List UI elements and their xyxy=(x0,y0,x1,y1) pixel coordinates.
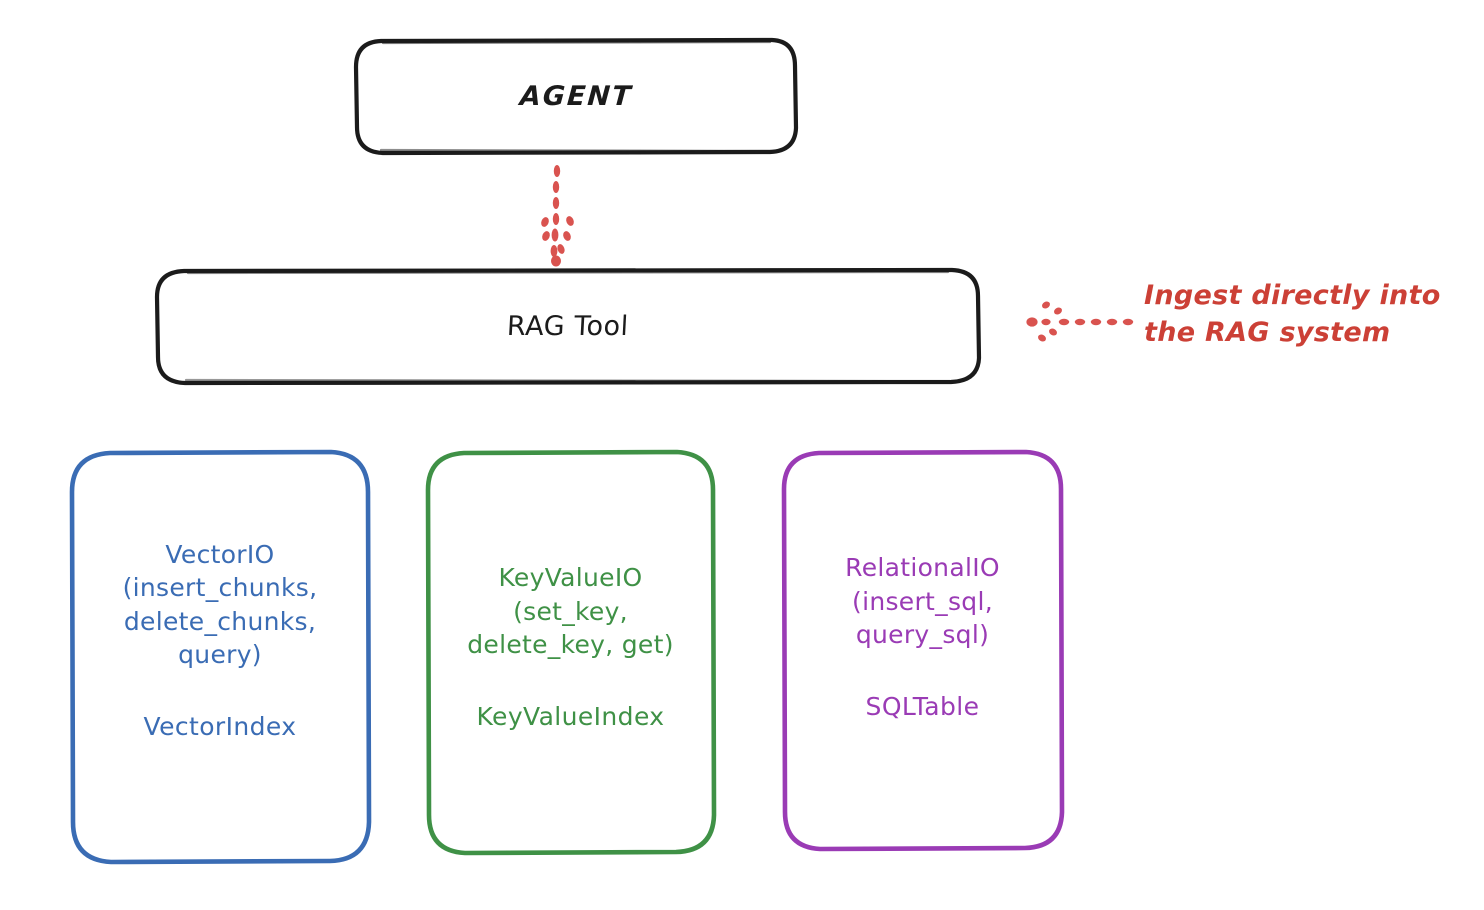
agent-label: AGENT xyxy=(518,81,634,112)
relationalio-index-label: SQLTable xyxy=(865,691,980,721)
vectorio-box-outline xyxy=(69,449,372,865)
rag-tool-box-sketch-overlay xyxy=(186,270,950,275)
keyvalueio-box-outline xyxy=(425,449,717,856)
rag-tool-box-sketch-overlay-bottom xyxy=(184,378,952,383)
agent-box-sketch-overlay-bottom xyxy=(379,148,773,153)
relationalio-api-label: RelationalIO (insert_sql, query_sql) xyxy=(845,553,1000,650)
agent-box-sketch-overlay xyxy=(381,40,772,45)
keyvalueio-card-body: KeyValueIO (set_key, delete_key, get) Ke… xyxy=(428,561,713,731)
keyvalueio-api-label: KeyValueIO (set_key, delete_key, get) xyxy=(467,563,674,660)
annotation-to-rag-tool-arrow xyxy=(1026,301,1134,342)
node-vectorio[interactable]: VectorIO (insert_chunks, delete_chunks, … xyxy=(72,452,368,862)
node-rag-tool[interactable]: RAG Tool xyxy=(157,270,979,383)
agent-to-rag-tool-arrow xyxy=(541,165,574,267)
node-keyvalueio[interactable]: KeyValueIO (set_key, delete_key, get) Ke… xyxy=(428,452,713,852)
keyvalueio-index-label: KeyValueIndex xyxy=(476,701,665,731)
ingest-annotation-text: Ingest directly into the RAG system xyxy=(1144,280,1441,349)
vectorio-card-body: VectorIO (insert_chunks, delete_chunks, … xyxy=(72,538,368,741)
node-relationalio[interactable]: RelationalIO (insert_sql, query_sql) SQL… xyxy=(784,452,1061,848)
node-agent[interactable]: AGENT xyxy=(356,40,796,153)
rag-tool-label: RAG Tool xyxy=(506,311,630,342)
vectorio-index-label: VectorIndex xyxy=(143,711,297,741)
relationalio-box-outline xyxy=(781,449,1065,852)
vectorio-api-label: VectorIO (insert_chunks, delete_chunks, … xyxy=(122,539,318,670)
rag-tool-box-outline xyxy=(154,267,982,386)
relationalio-card-body: RelationalIO (insert_sql, query_sql) SQL… xyxy=(784,551,1061,721)
